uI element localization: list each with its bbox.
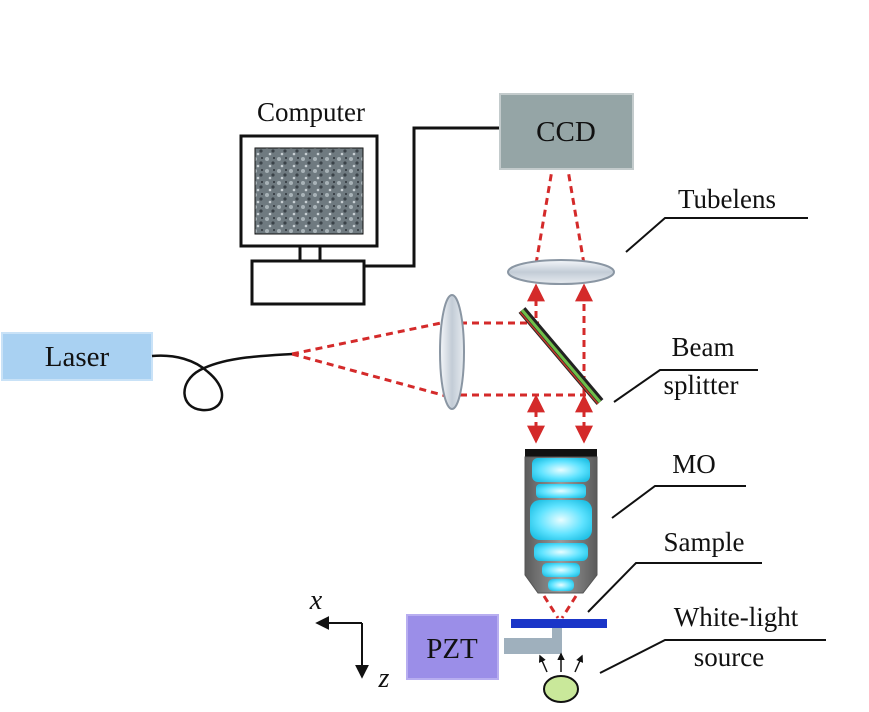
microscope-objective-icon [524,449,598,594]
laser-label: Laser [45,341,110,373]
computer-stand [298,244,322,263]
axis-z-label: z [378,663,390,694]
beam-fiber-lower [291,352,447,398]
stage-holder [504,628,562,654]
mo-leader-line [611,485,746,519]
white-light-leader-line [599,639,826,674]
beam-fiber-upper [291,320,447,356]
computer [239,134,379,306]
pzt-box [406,614,499,680]
tubelens-leader-line [625,217,808,253]
sample-slide [511,619,607,628]
laser-box [1,332,153,381]
coordinate-axes [315,616,369,679]
mo-label: MO [672,449,716,479]
axis-x-label: x [309,585,323,616]
optical-fiber-loop-icon [151,352,293,412]
pzt-label: PZT [426,633,478,665]
ccd-label: CCD [536,116,596,148]
collimating-lens [439,294,465,410]
sample-label: Sample [664,527,745,557]
beam-splitter-leader-line [613,369,758,403]
computer-ccd-cable [364,126,500,268]
white-light-label-line1: White-light [674,602,799,632]
computer-base [250,259,366,306]
beam-ccd-left [534,169,554,265]
white-light-label-line2: source [694,642,764,672]
beam-objective-right-focus [560,595,578,619]
tubelens-label: Tubelens [678,184,776,214]
beam-label-line2: splitter [664,370,739,400]
led-bulb-icon [543,675,579,703]
ccd-box [499,93,634,170]
beam-label-line1: Beam [672,332,735,362]
light-rays [538,652,584,673]
beam-objective-left-focus [542,595,560,619]
computer-screen-image [254,147,364,235]
sample-leader-line [587,562,762,613]
tube-lens [507,259,615,285]
beam-splitter [518,307,604,405]
beam-ccd-right [566,169,586,265]
computer-label: Computer [257,97,365,127]
beam-paths [291,169,586,619]
